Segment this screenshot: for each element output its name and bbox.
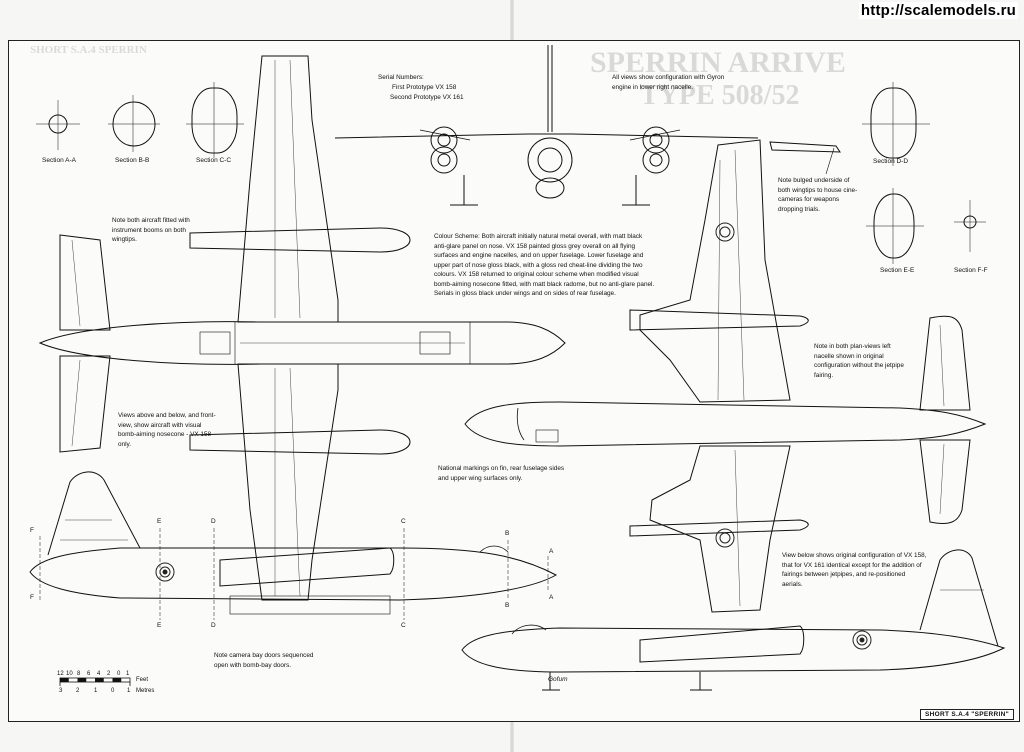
section-ff-label: Section F-F [954,267,988,274]
station-letter-c-lower: C [401,622,406,629]
section-ee-sketch [866,188,924,264]
station-letter-a-lower: A [549,594,554,601]
note-national-markings: National markings on fin, rear fuselage … [438,465,565,482]
note-original-config: View below shows original configuration … [782,552,927,588]
section-cc-label: Section C-C [196,157,232,164]
side-view-left [29,471,558,620]
station-letter-b: B [505,530,510,537]
scale-bar [59,677,131,686]
station-letter-a: A [549,548,554,555]
scale-metre-label: Metres [136,688,155,694]
source-watermark: http://scalemodels.ru [858,2,1018,19]
section-aa-label: Section A-A [42,157,76,164]
note-views-above-below: Views above and below, and front-view, s… [118,412,216,448]
station-letter-b-lower: B [505,602,510,609]
wingtip-detail [769,141,841,175]
station-letter-c: C [401,518,406,525]
side-view-right [461,549,1006,691]
drawing-title-box: SHORT S.A.4 "SPERRIN" [920,709,1014,720]
station-letter-d: D [211,518,216,525]
front-view [334,45,759,206]
bleed-right-header-2: TYPE 508/52 [640,80,800,111]
note-camera-bay: Note camera bay doors sequenced open wit… [214,652,314,669]
serial-first-prototype: First Prototype VX 158 [392,84,457,91]
serial-heading: Serial Numbers: [378,74,424,81]
section-ee-label: Section E-E [880,267,915,274]
drawing-frame [8,40,1020,722]
scale-feet-label: Feet [136,677,149,683]
serial-second-prototype: Second Prototype VX 161 [390,94,464,101]
station-letter-d-lower: D [211,622,216,629]
bleed-right-header-1: SPERRIN ARRIVE [590,46,846,79]
section-cc-sketch [186,82,244,158]
roundel-marks [155,222,872,650]
bleed-left-header: SHORT S.A.4 SPERRIN [30,44,147,56]
station-letter-e: E [157,518,162,525]
note-instrument-booms: Note both aircraft fitted with instrumen… [112,217,190,243]
artist-signature: Gofum [548,676,568,683]
note-plan-views: Note in both plan-views left nacelle sho… [814,343,904,379]
station-letter-f-lower: F [30,594,34,601]
note-colour-scheme: Colour Scheme: Both aircraft initially n… [434,233,655,297]
note-gyron-engine: All views show configuration with Gyron … [612,74,725,91]
section-bb-label: Section B-B [115,157,150,164]
station-letter-f: F [30,527,34,534]
plan-view-lower [464,139,987,613]
section-bb-sketch [108,95,160,152]
section-dd-sketch [862,82,930,166]
plan-view-upper [38,55,566,601]
section-ff-sketch [954,200,986,252]
section-aa-sketch [36,100,80,150]
section-dd-label: Section D-D [873,158,909,165]
station-letter-e-lower: E [157,622,162,629]
note-bulged-underside: Note bulged underside of both wingtips t… [778,177,858,213]
